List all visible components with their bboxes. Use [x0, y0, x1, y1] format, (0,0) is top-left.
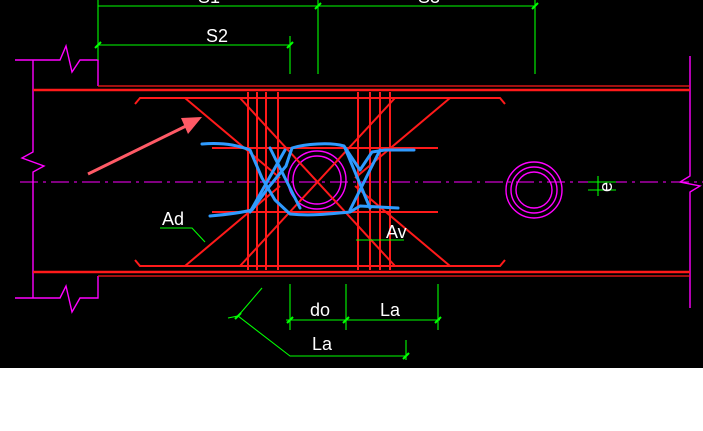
dimension-ticks	[94, 2, 539, 360]
dimension-labels: S1 S3 S2 Ad Av do La La e	[162, 0, 616, 354]
label-ad: Ad	[162, 209, 184, 229]
blue-markup-annotation	[200, 142, 416, 218]
label-s3: S3	[418, 0, 440, 7]
label-do: do	[310, 300, 330, 320]
label-e: e	[596, 182, 616, 192]
label-s2: S2	[206, 26, 228, 46]
label-la-top: La	[380, 300, 401, 320]
cad-drawing-canvas: S1 S3 S2 Ad Av do La La e	[0, 0, 703, 368]
label-la-bottom: La	[312, 334, 333, 354]
dimension-lines	[97, 0, 616, 360]
longitudinal-bars	[33, 85, 690, 277]
pointer-arrow	[87, 117, 202, 176]
beam-opening-reinforcement-drawing: S1 S3 S2 Ad Av do La La e	[15, 0, 703, 360]
blank-white-area	[0, 368, 703, 431]
label-av: Av	[386, 222, 407, 242]
label-s1: S1	[198, 0, 220, 7]
